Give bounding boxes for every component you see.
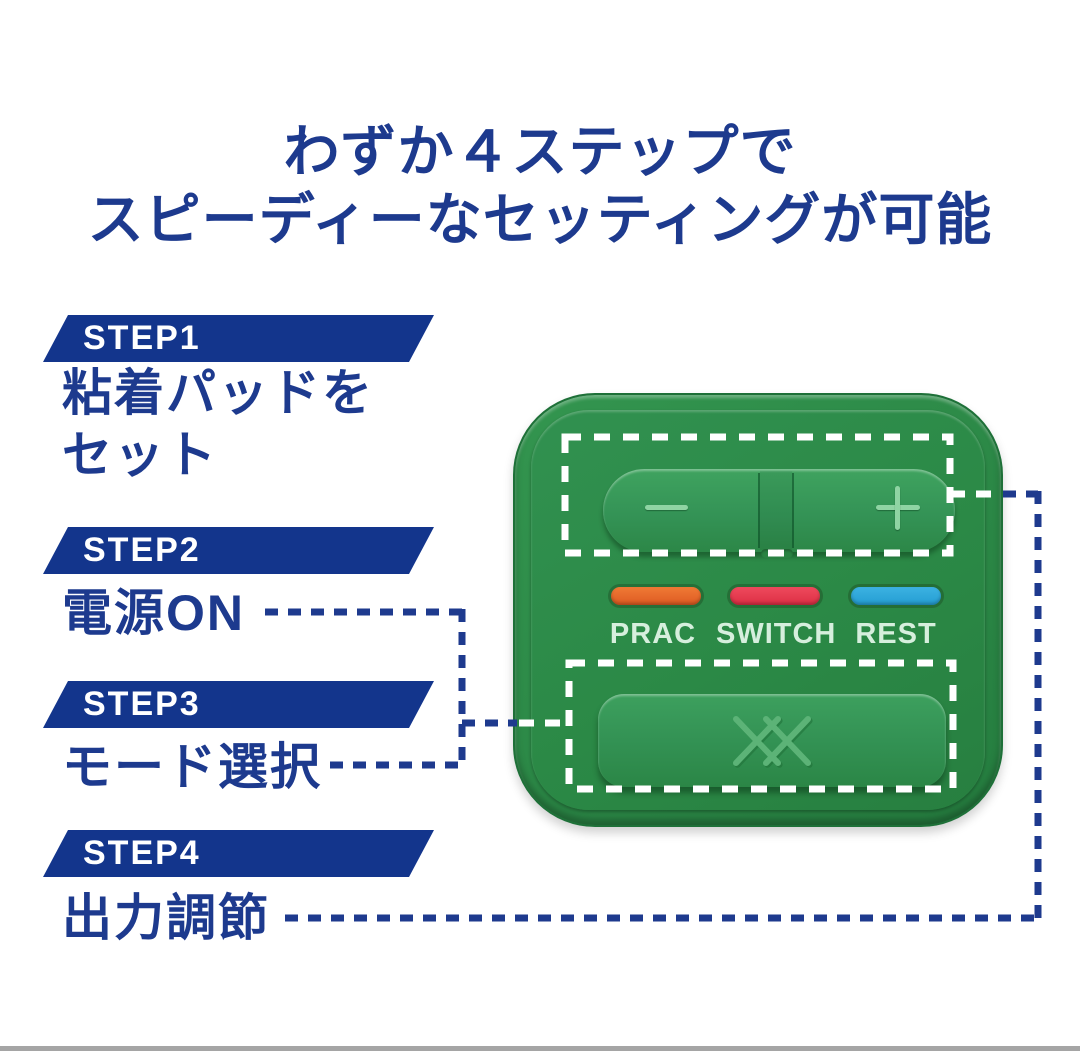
step3-banner: STEP3 [43, 681, 434, 728]
prac-label: PRAC [609, 618, 697, 650]
mode-power-button [598, 694, 946, 787]
step1-label: STEP1 [83, 319, 201, 357]
plus-icon [895, 486, 900, 530]
xx-logo-icon [733, 715, 813, 768]
minus-icon [645, 505, 688, 510]
bottom-gray-bar [0, 1046, 1080, 1051]
step1-banner: STEP1 [43, 315, 434, 362]
step2-banner: STEP2 [43, 527, 434, 574]
step2-text: 電源ON [62, 582, 245, 644]
step4-label: STEP4 [83, 834, 201, 872]
step3-text-line1: モード選択 [62, 739, 322, 795]
rocker-divider-strip [760, 471, 792, 550]
step1-text-line2: セット [62, 427, 218, 483]
step3-label: STEP3 [83, 685, 201, 723]
volume-rocker-button [603, 469, 955, 552]
step1-text: 粘着パッドを セット [62, 362, 374, 486]
device-photo: PRAC SWITCH REST [513, 393, 1003, 827]
step4-text-line1: 出力調節 [62, 890, 270, 946]
page-title: わずか４ステップで スピーディーなセッティングが可能 [0, 118, 1080, 254]
title-line1: わずか４ステップで [283, 120, 797, 183]
step2-text-line1: 電源ON [62, 585, 245, 641]
switch-label: SWITCH [716, 618, 837, 650]
device-panel: PRAC SWITCH REST [531, 410, 985, 810]
prac-indicator-light [611, 587, 701, 605]
title-line2: スピーディーなセッティングが可能 [87, 188, 993, 251]
rocker-divider-line [792, 473, 794, 548]
step1-text-line1: 粘着パッドを [62, 365, 374, 421]
step2-label: STEP2 [83, 531, 201, 569]
step4-text: 出力調節 [62, 887, 270, 949]
rest-label: REST [855, 618, 937, 650]
switch-indicator-light [730, 587, 820, 605]
step3-text: モード選択 [62, 736, 322, 798]
step4-banner: STEP4 [43, 830, 434, 877]
rocker-notch [761, 549, 793, 558]
rocker-divider-line [758, 473, 760, 548]
rest-indicator-light [851, 587, 941, 605]
